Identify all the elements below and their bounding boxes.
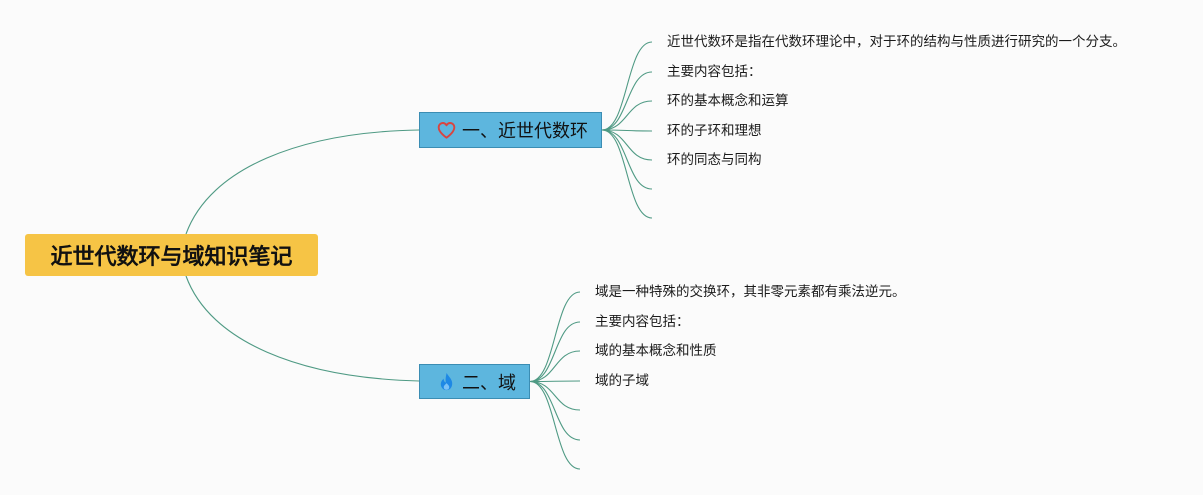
field-subtopic[interactable]: 域是一种特殊的交换环，其非零元素都有乘法逆元。 (595, 284, 906, 299)
connector-field-sub (529, 321, 581, 383)
empty-subtopic[interactable] (585, 430, 595, 450)
empty-subtopic[interactable] (657, 208, 667, 228)
ring-subtopic[interactable]: 环的同态与同构 (667, 152, 762, 167)
connector-field-sub (529, 380, 581, 470)
empty-subtopic[interactable] (657, 179, 667, 199)
ring-subtopic[interactable]: 环的基本概念和运算 (667, 93, 789, 108)
main-topic-ring-label: 一、近世代数环 (462, 121, 588, 141)
connector-ring-sub (601, 129, 653, 190)
field-subtopic[interactable]: 域的基本概念和性质 (595, 343, 717, 358)
connector-field-sub (529, 350, 581, 383)
empty-subtopic[interactable] (585, 459, 595, 479)
main-topic-ring[interactable]: 一、近世代数环 (419, 112, 602, 148)
connector-field-sub (529, 380, 581, 383)
main-topic-field-label: 二、域 (462, 372, 516, 393)
connector-ring-sub (601, 71, 653, 131)
empty-subtopic[interactable] (585, 400, 595, 420)
connector-ring-sub (601, 129, 653, 219)
ring-subtopic[interactable]: 环的子环和理想 (667, 123, 762, 138)
main-topic-field[interactable]: 二、域 (419, 364, 530, 399)
connector-field-sub (529, 380, 581, 441)
connector-field-sub (529, 380, 581, 411)
field-subtopic[interactable]: 域的子域 (595, 373, 649, 388)
connector-ring-sub (601, 41, 653, 131)
central-topic[interactable]: 近世代数环与域知识笔记 (25, 234, 318, 276)
connector-ring-sub (601, 129, 653, 161)
connector-root-to-ring (185, 129, 420, 235)
ring-subtopic[interactable]: 近世代数环是指在代数环理论中，对于环的结构与性质进行研究的一个分支。 (667, 34, 1126, 49)
connector-field-sub (529, 291, 581, 383)
heart-icon (437, 121, 456, 140)
connector-ring-sub (601, 100, 653, 131)
connector-root-to-field (185, 275, 420, 382)
field-subtopic[interactable]: 主要内容包括： (595, 314, 690, 329)
fire-icon (437, 372, 456, 391)
central-topic-label: 近世代数环与域知识笔记 (50, 244, 293, 269)
ring-subtopic[interactable]: 主要内容包括： (667, 64, 762, 79)
